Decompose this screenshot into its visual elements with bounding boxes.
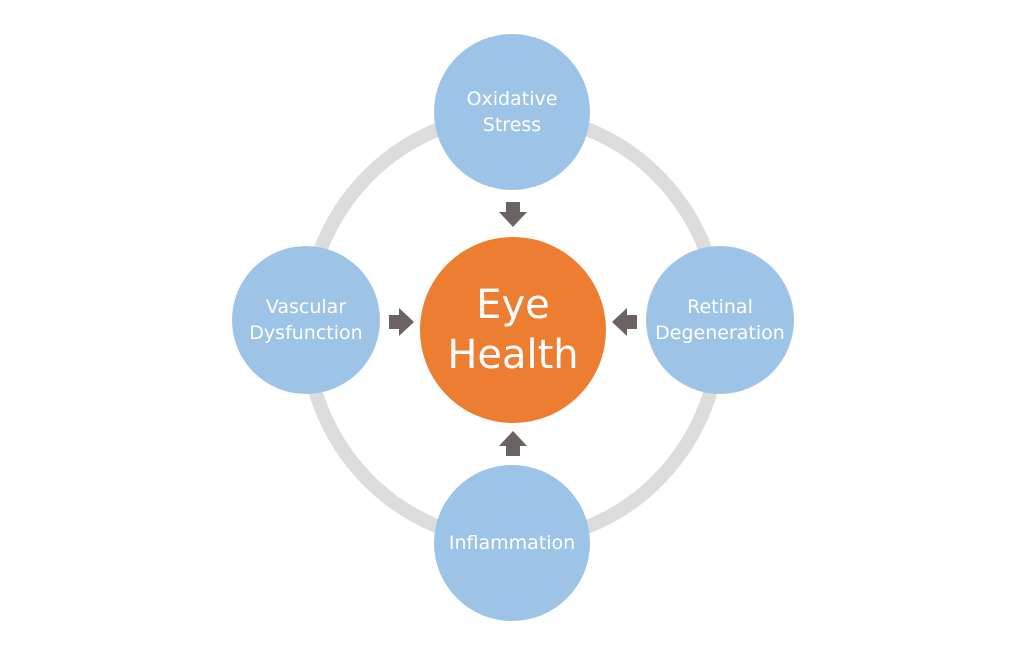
factor-retinal-degeneration: Retinal Degeneration — [646, 246, 794, 394]
factor-label: Oxidative Stress — [466, 88, 558, 136]
arrow-right-icon — [389, 308, 414, 336]
center-label: Eye Health — [447, 282, 579, 378]
arrow-left-icon — [612, 308, 637, 336]
factor-label: Retinal Degeneration — [655, 296, 785, 344]
factor-oxidative-stress: Oxidative Stress — [434, 34, 590, 190]
factor-vascular-dysfunction: Vascular Dysfunction — [232, 246, 380, 394]
arrow-up-icon — [499, 431, 527, 456]
factor-label: Vascular Dysfunction — [249, 296, 363, 344]
factor-inflammation: Inflammation — [434, 465, 590, 621]
arrow-down-icon — [499, 202, 527, 227]
factor-label: Inflammation — [448, 532, 576, 554]
center-eye-health: Eye Health — [420, 237, 606, 423]
